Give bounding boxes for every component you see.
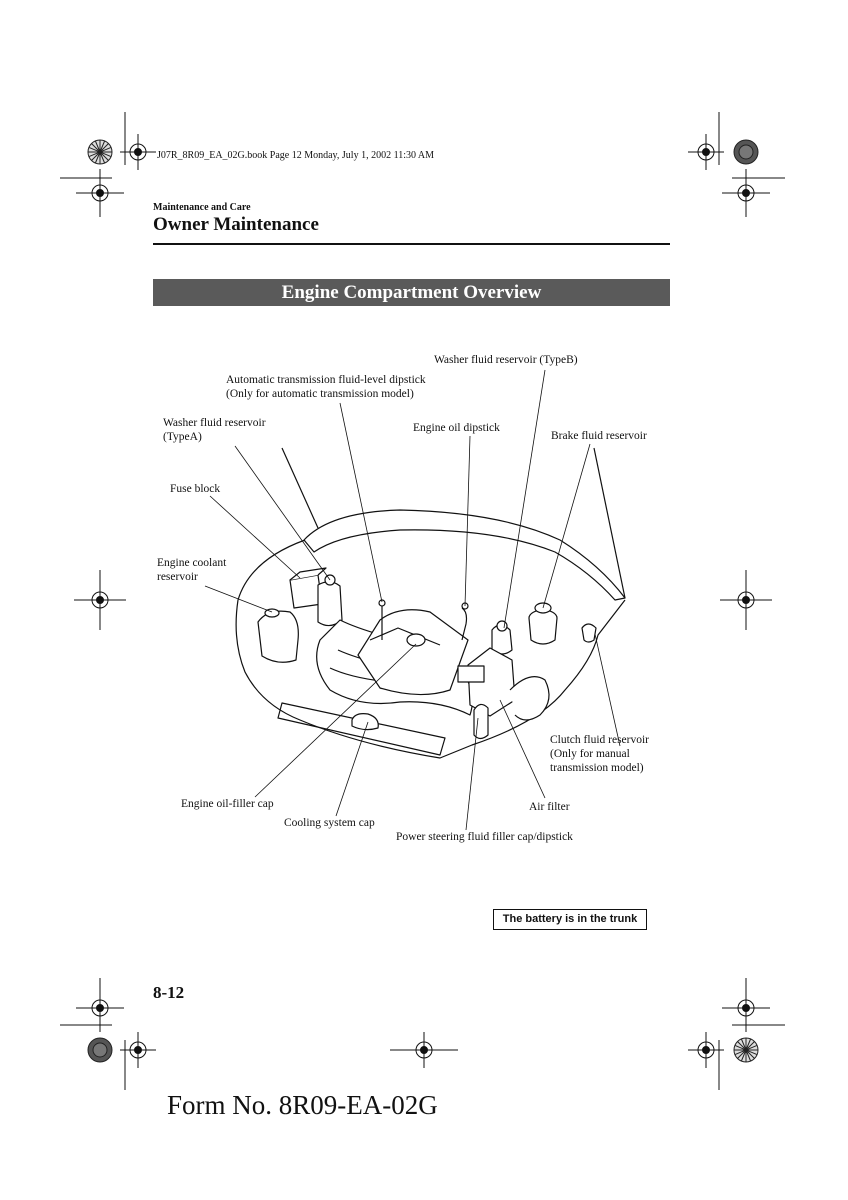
callout-washer-a-line1: Washer fluid reservoir	[163, 417, 266, 429]
callout-washer-a-line2: (TypeA)	[163, 431, 202, 443]
coolant-reservoir-shape	[257, 610, 299, 663]
page-number: 8-12	[153, 983, 185, 1002]
callout-clutch-line3: transmission model)	[550, 762, 644, 774]
left-fender-edge	[281, 447, 319, 529]
callout-clutch-line1: Clutch fluid reservoir	[550, 734, 650, 746]
callout-fuse-block: Fuse block	[170, 483, 221, 495]
body-outline	[235, 539, 626, 759]
callout-coolant-line2: reservoir	[157, 571, 198, 583]
hood	[303, 509, 626, 601]
right-fender-edge	[593, 447, 626, 599]
starburst-marks	[87, 139, 759, 1063]
callout-cooling-cap: Cooling system cap	[284, 817, 375, 829]
callout-air-filter: Air filter	[529, 801, 570, 813]
callout-oil-filler-cap: Engine oil-filler cap	[181, 798, 274, 810]
radiator-support	[277, 702, 446, 756]
print-header: J07R_8R09_EA_02G.book Page 12 Monday, Ju…	[157, 150, 435, 161]
callout-engine-oil-dipstick: Engine oil dipstick	[413, 422, 500, 434]
callout-coolant-reservoir: Engine coolant reservoir	[157, 556, 226, 584]
leader-lines	[204, 369, 621, 831]
crosshair-marks	[74, 134, 772, 1068]
form-number: Form No. 8R09-EA-02G	[167, 1090, 438, 1120]
callout-atf-line2: (Only for automatic transmission model)	[226, 388, 414, 400]
oil-filler-cap-shape	[406, 633, 426, 647]
section-label: Maintenance and Care	[153, 202, 251, 213]
fuse-block-shape	[289, 574, 323, 609]
callout-coolant-line1: Engine coolant	[157, 557, 227, 569]
callout-clutch-line2: (Only for manual	[550, 748, 630, 760]
callout-clutch-fluid: Clutch fluid reservoir (Only for manual …	[550, 733, 649, 775]
callout-atf-dipstick: Automatic transmission fluid-level dipst…	[226, 373, 426, 401]
section-banner: Engine Compartment Overview	[153, 279, 670, 306]
callout-washer-b: Washer fluid reservoir (TypeB)	[434, 354, 578, 366]
callout-power-steering: Power steering fluid filler cap/dipstick	[396, 831, 573, 843]
callout-brake-fluid: Brake fluid reservoir	[551, 430, 647, 442]
title-rule	[153, 243, 670, 245]
page-title: Owner Maintenance	[153, 214, 319, 235]
callout-atf-line1: Automatic transmission fluid-level dipst…	[226, 374, 426, 386]
battery-note: The battery is in the trunk	[493, 909, 647, 930]
callout-washer-a: Washer fluid reservoir (TypeA)	[163, 416, 266, 444]
cooling-cap	[351, 713, 379, 731]
